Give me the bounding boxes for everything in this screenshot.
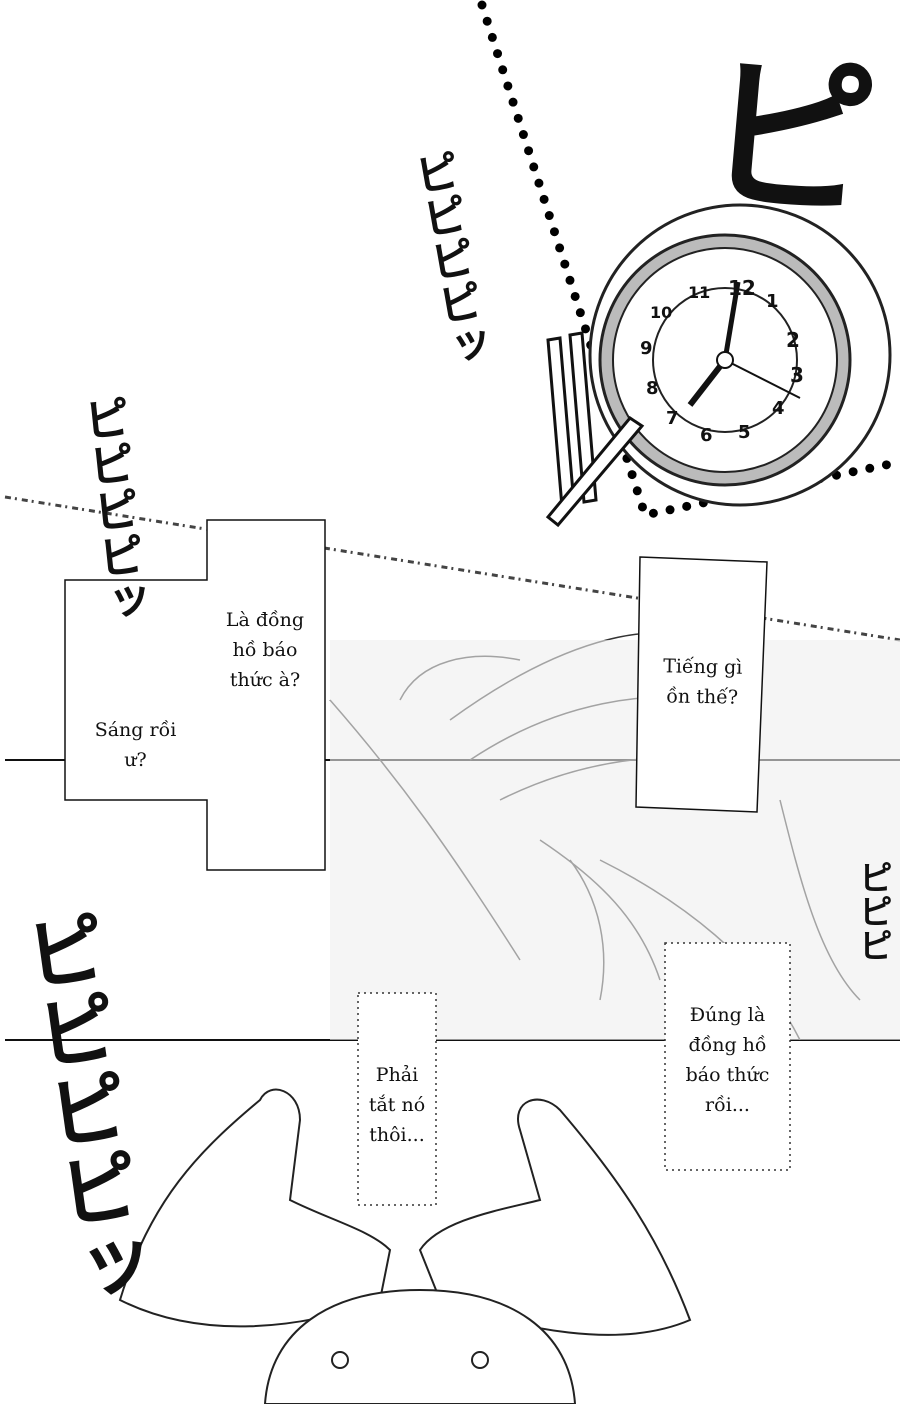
clock-number: 6 (700, 425, 713, 446)
clock-number: 1 (766, 291, 779, 312)
clock-number: 11 (688, 283, 711, 302)
speech-box-left (64, 519, 326, 871)
bubble-noise: Tiếng gì ồn thế? (663, 655, 743, 709)
bubble-morning: Sáng rồi ư? (94, 719, 177, 771)
clock-number: 8 (646, 378, 659, 399)
panel-divider (4, 495, 900, 642)
thought-box-center (357, 992, 437, 1206)
clock-number: 9 (640, 338, 653, 359)
clock-number: 5 (738, 422, 751, 443)
alarm-clock (588, 203, 892, 507)
speech-box-right (635, 556, 768, 813)
clock-number: 12 (728, 276, 756, 300)
clock-number: 3 (790, 363, 804, 387)
bubble-turn-off: Phải tắt nó thôi... (368, 1064, 426, 1146)
thought-box-right (664, 942, 791, 1171)
alarm-clock-bottom (263, 1288, 577, 1404)
bubble-confirm: Đúng là đồng hồ báo thức rồi... (685, 1004, 770, 1116)
clock-number: 2 (786, 328, 800, 352)
sfx-pipi-right: ピピピ (852, 860, 892, 962)
clock-number: 4 (772, 398, 785, 419)
hands-illustration (118, 1088, 692, 1404)
bubble-alarm-question: Là đồng hồ báo thức à? (225, 609, 305, 691)
clock-number: 10 (650, 303, 673, 322)
sfx-pi-large: ピ (696, 33, 884, 247)
clock-number: 7 (666, 408, 679, 429)
